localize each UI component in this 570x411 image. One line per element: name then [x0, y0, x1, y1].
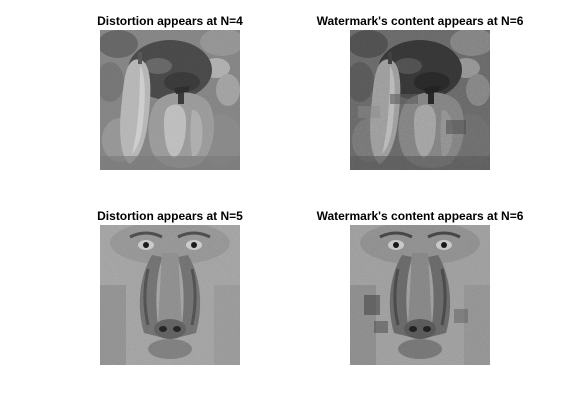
panel-title: Distortion appears at N=5	[97, 209, 243, 223]
panel-title: Watermark's content appears at N=6	[316, 209, 524, 223]
peppers-watermarked-image	[350, 30, 490, 170]
peppers-image	[100, 30, 240, 170]
panel-title: Distortion appears at N=4	[97, 14, 243, 28]
baboon-image	[100, 225, 240, 365]
panel-title: Watermark's content appears at N=6	[316, 14, 524, 28]
baboon-watermarked-image	[350, 225, 490, 365]
